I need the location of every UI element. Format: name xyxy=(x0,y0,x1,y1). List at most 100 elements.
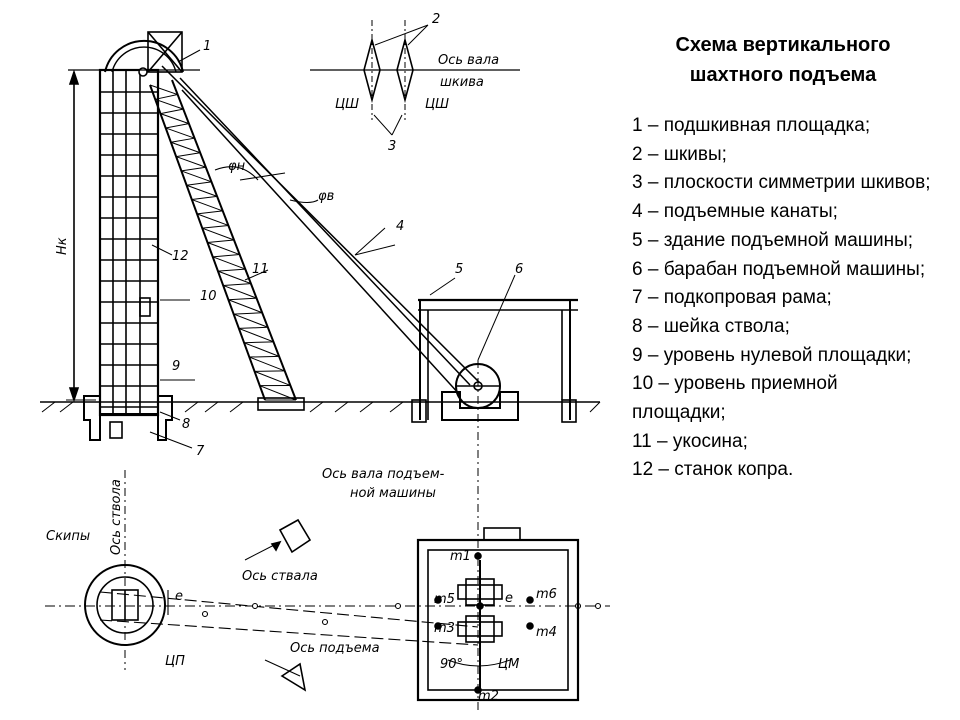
label-os-vala-machine-1: Ось вала подъем- xyxy=(322,467,445,482)
label-m6: m6 xyxy=(536,587,557,602)
strut-lattice-bar xyxy=(202,224,229,229)
strut-lattice-bar xyxy=(176,152,201,158)
strut-lattice-bar xyxy=(212,256,246,270)
label-m4: m4 xyxy=(536,625,557,640)
label-num-9: 9 xyxy=(172,359,180,374)
label-skipy: Скипы xyxy=(46,529,90,544)
label-phi-n: φн xyxy=(228,159,246,174)
label-m1: m1 xyxy=(450,549,471,564)
strut-lattice-bar xyxy=(217,270,252,285)
strut-lattice-bar xyxy=(207,239,235,243)
slide-title: Схема вертикального шахтного подъема xyxy=(675,34,891,86)
sheave-detail xyxy=(310,20,520,136)
leader-lines xyxy=(149,49,516,449)
label-num-12: 12 xyxy=(172,249,189,264)
strut-lattice-bar xyxy=(170,141,201,154)
strut-ukosina xyxy=(149,79,305,411)
strut-lattice-bar xyxy=(186,181,212,186)
label-shkiva: шкива xyxy=(440,75,484,90)
legend-item: 1 – подшкивная площадка; xyxy=(632,115,871,136)
strut-lattice-bar xyxy=(165,123,190,129)
label-os-vala-machine-2: ной машины xyxy=(350,486,436,501)
strut-lattice-bar xyxy=(238,326,268,329)
strut-lattice-bar xyxy=(249,355,280,358)
strut-lattice-bar xyxy=(238,327,274,343)
strut-lattice-bar xyxy=(202,227,235,241)
label-phi-v: φв xyxy=(318,189,334,204)
strut-lattice-bar xyxy=(228,297,257,301)
rope-angle-marks xyxy=(214,166,396,256)
label-num-4: 4 xyxy=(396,219,404,234)
shaft-collar xyxy=(83,297,173,441)
strut-lattice-bar xyxy=(223,284,257,299)
label-os-vala: Ось вала xyxy=(438,53,499,68)
label-os-stvala: Ось ствала xyxy=(242,569,318,584)
legend-item: 9 – уровень нулевой площадки; xyxy=(632,344,912,366)
label-num-11: 11 xyxy=(252,262,269,277)
sheave-wheels xyxy=(68,31,200,77)
strut-lattice-bar xyxy=(186,184,218,197)
hoist-building xyxy=(411,298,578,423)
label-num-2: 2 xyxy=(432,12,440,27)
strut-lattice-bar xyxy=(170,137,195,143)
plan-axis-lines xyxy=(45,590,610,646)
machine-plan xyxy=(416,527,580,702)
label-hk: Hк xyxy=(55,237,70,255)
strut-lattice-bar xyxy=(244,341,274,344)
label-e-left: e xyxy=(175,589,183,604)
strut-lattice-bar xyxy=(165,127,195,139)
legend-item: 8 – шейка ствола; xyxy=(632,315,790,337)
hoist-scheme-drawing: 1 2 3 4 5 6 7 8 9 10 11 12 Ось вала шкив… xyxy=(40,12,610,712)
label-num-10: 10 xyxy=(200,289,217,304)
legend-item: 6 – барабан подъемной машины; xyxy=(632,258,926,280)
label-num-3: 3 xyxy=(388,139,396,154)
direction-arrows xyxy=(244,518,312,692)
strut-lattice-bar xyxy=(249,356,285,372)
legend-item: 5 – здание подъемной машины; xyxy=(632,229,914,251)
label-num-5: 5 xyxy=(455,262,463,277)
ground-line xyxy=(40,401,601,413)
label-num-6: 6 xyxy=(515,262,523,277)
strut-lattice-bar xyxy=(233,313,268,328)
legend-item: 7 – подкопровая рама; xyxy=(632,287,832,309)
strut-lattice-bar xyxy=(212,254,240,258)
label-cp: ЦП xyxy=(165,654,185,669)
label-csh-right: ЦШ xyxy=(425,97,449,112)
legend-item: 10 – уровень приемной площадки; xyxy=(632,373,838,424)
label-num-7: 7 xyxy=(196,444,205,459)
strut-lattice-bar xyxy=(149,84,178,96)
legend-item: 11 – укосина; xyxy=(632,430,748,452)
label-csh-left: ЦШ xyxy=(335,97,359,112)
strut-lattice-bar xyxy=(196,213,229,226)
label-os-podema: Ось подъема xyxy=(290,641,380,656)
strut-lattice-bar xyxy=(196,210,223,215)
label-m2: m2 xyxy=(478,689,499,704)
hoisting-ropes xyxy=(161,65,483,396)
strut-lattice-bar xyxy=(191,199,223,212)
label-os-stvola-vertical: Ось ствола xyxy=(109,479,124,555)
strut-lattice-bar xyxy=(243,342,280,357)
label-m5: m5 xyxy=(434,592,455,607)
label-num-1: 1 xyxy=(203,39,211,54)
legend-item: 4 – подъемные канаты; xyxy=(632,201,838,223)
strut-lattice-bar xyxy=(191,195,218,201)
strut-lattice-bar xyxy=(175,156,206,168)
strut-lattice-bar xyxy=(254,370,291,386)
headframe-tower xyxy=(98,68,160,417)
strut-lattice-bar xyxy=(155,98,184,110)
strut-lattice-bar xyxy=(160,113,190,125)
label-angle-90: 90° xyxy=(440,657,463,672)
strut-lattice-bar xyxy=(181,170,212,183)
headframe-rungs xyxy=(100,91,158,408)
strut-lattice-bar xyxy=(160,108,184,115)
strut-lattice-bar xyxy=(181,166,206,172)
legend-list: 1 – подшкивная площадка; 2 – шкивы; 3 – … xyxy=(632,112,932,485)
height-dimension xyxy=(66,69,96,403)
strut-lattice-bar xyxy=(228,299,263,314)
strut-lattice-bar xyxy=(233,312,263,315)
shaft-plan xyxy=(84,470,166,670)
label-e-right: e xyxy=(505,591,513,606)
strut-lattice-bar xyxy=(155,94,178,100)
legend-item: 2 – шкивы; xyxy=(632,143,727,165)
label-m3: m3 xyxy=(434,621,455,636)
